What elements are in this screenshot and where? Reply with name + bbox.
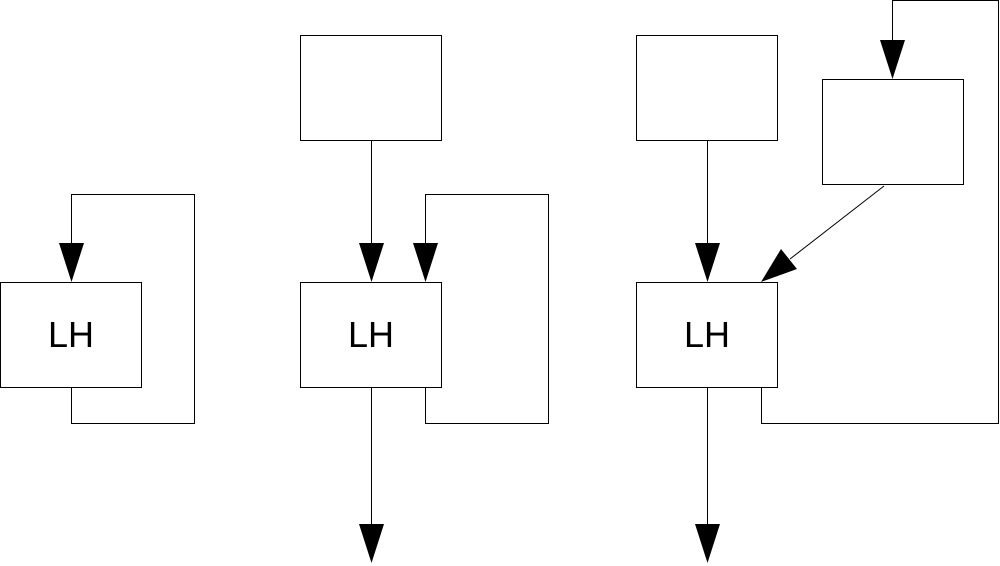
diagram-2: LH bbox=[300, 35, 549, 563]
output-arrowhead bbox=[359, 524, 384, 563]
input-box bbox=[300, 35, 442, 141]
lh-label: LH bbox=[48, 314, 94, 355]
output-arrowhead bbox=[695, 524, 720, 563]
feedback-loop-line bbox=[71, 194, 195, 424]
feedback-arrowhead bbox=[59, 243, 84, 282]
feedback-box-arrowhead bbox=[880, 40, 905, 79]
feedback-loop-line bbox=[425, 194, 549, 424]
input-arrowhead bbox=[359, 243, 384, 282]
input-arrowhead bbox=[695, 243, 720, 282]
lh-label: LH bbox=[348, 314, 394, 355]
feedback-arrowhead bbox=[413, 243, 438, 282]
diagram-3: LH bbox=[636, 0, 999, 563]
lh-label: LH bbox=[684, 314, 730, 355]
diagonal-arrowhead bbox=[761, 249, 797, 282]
diagram-1: LH bbox=[0, 194, 195, 424]
lh-box bbox=[636, 282, 778, 388]
feedback-box bbox=[822, 79, 964, 185]
feedback-loop-line bbox=[761, 0, 999, 424]
lh-box bbox=[300, 282, 442, 388]
diagonal-connector-line bbox=[789, 185, 885, 260]
input-box bbox=[636, 35, 778, 141]
lh-box bbox=[0, 282, 142, 388]
